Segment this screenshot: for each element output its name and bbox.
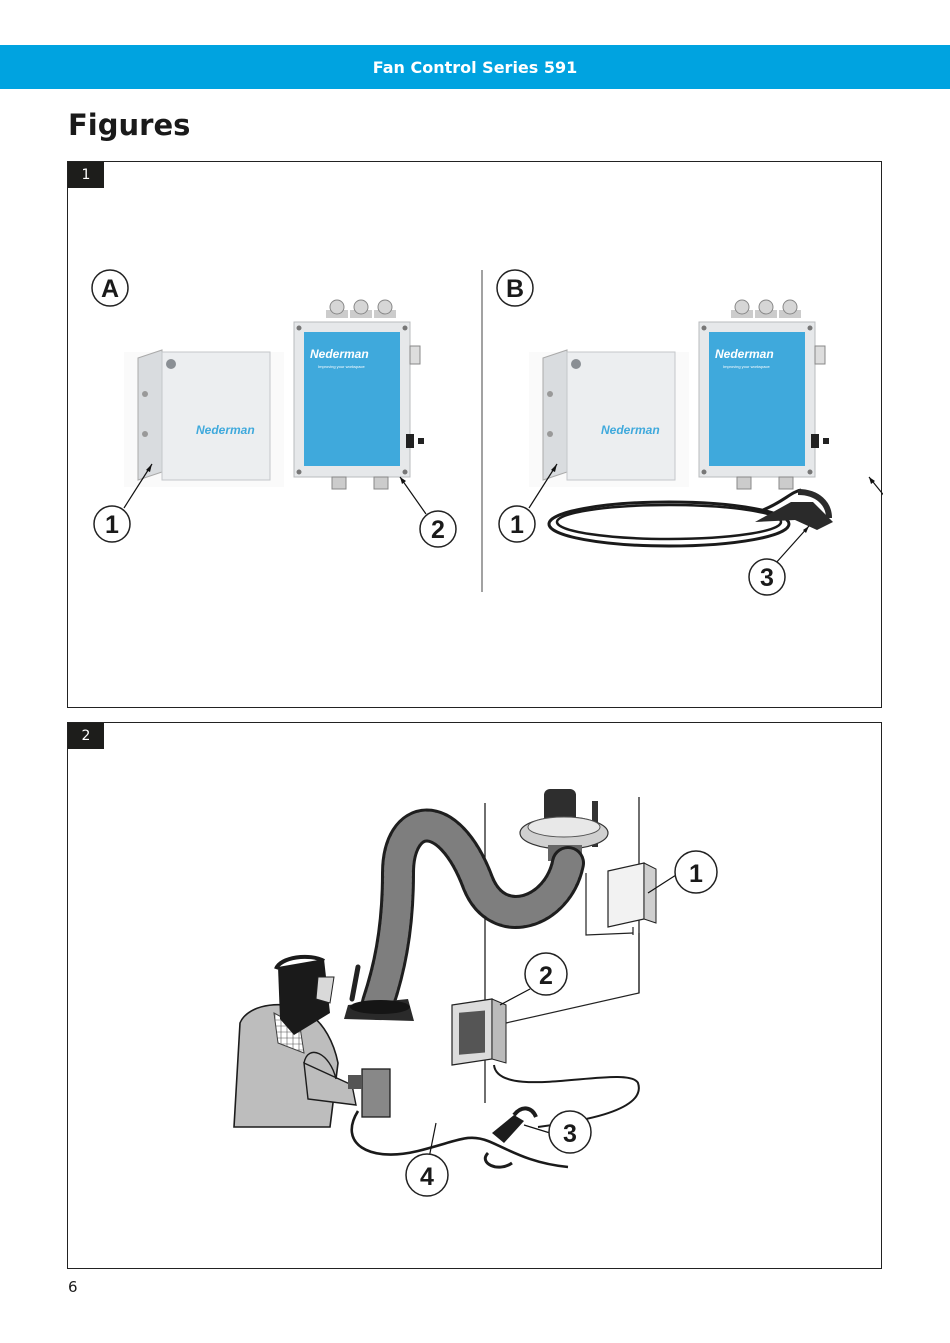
current-clamp [547,488,833,548]
brand-name: Nederman [601,423,660,437]
page-number: 6 [68,1278,78,1296]
svg-text:3: 3 [760,564,774,592]
figure-2-illustration: 1 2 3 4 [233,789,718,1197]
panel-letter-circle: B [496,269,534,307]
svg-text:1: 1 [105,511,119,539]
callout-1: 1 [93,505,131,543]
welder-figure [233,954,391,1128]
small-enclosure: Nederman [529,349,689,487]
callout-4: 4 [405,1153,449,1197]
brand-tagline: Improving your workspace [723,364,770,369]
extraction-hose [344,808,585,1021]
panel-a: A Nederman [91,269,457,548]
control-box: Nederman Improving your workspace [293,299,424,490]
callout-3: 3 [548,1110,592,1154]
brand-name: Nederman [310,347,369,361]
extraction-fan [519,789,609,861]
panel-letter-circle: A [91,269,129,307]
control-unit-1 [607,862,657,935]
svg-text:4: 4 [420,1163,434,1191]
panel-b: B Nederman N [496,269,883,596]
control-unit-2 [451,998,507,1066]
small-enclosure: Nederman [124,349,284,487]
figure-2-frame: 1 2 3 4 2 [67,722,882,1269]
figure-1-frame: A Nederman [67,161,883,708]
header-bar: Fan Control Series 591 [0,45,950,89]
svg-text:2: 2 [431,516,445,544]
callout-1: 1 [498,505,536,543]
panel-letter: A [101,275,119,303]
document-title: Fan Control Series 591 [372,57,578,77]
current-clamp [484,1106,538,1169]
svg-text:3: 3 [563,1120,577,1148]
page-heading: Figures [68,108,191,142]
panel-letter: B [506,275,524,303]
callout-3: 3 [748,558,786,596]
figure-number-tab: 2 [68,723,104,749]
callout-2: 2 [419,510,457,548]
brand-name: Nederman [715,347,774,361]
brand-name: Nederman [196,423,255,437]
figure-1-illustration: A Nederman [91,269,883,596]
svg-text:1: 1 [510,511,524,539]
callout-1: 1 [674,850,718,894]
figure-number-tab: 1 [68,162,104,188]
control-box: Nederman Improving your workspace [698,299,829,490]
svg-text:1: 1 [689,860,703,888]
callout-2: 2 [524,952,568,996]
brand-tagline: Improving your workspace [318,364,365,369]
svg-text:2: 2 [539,962,553,990]
